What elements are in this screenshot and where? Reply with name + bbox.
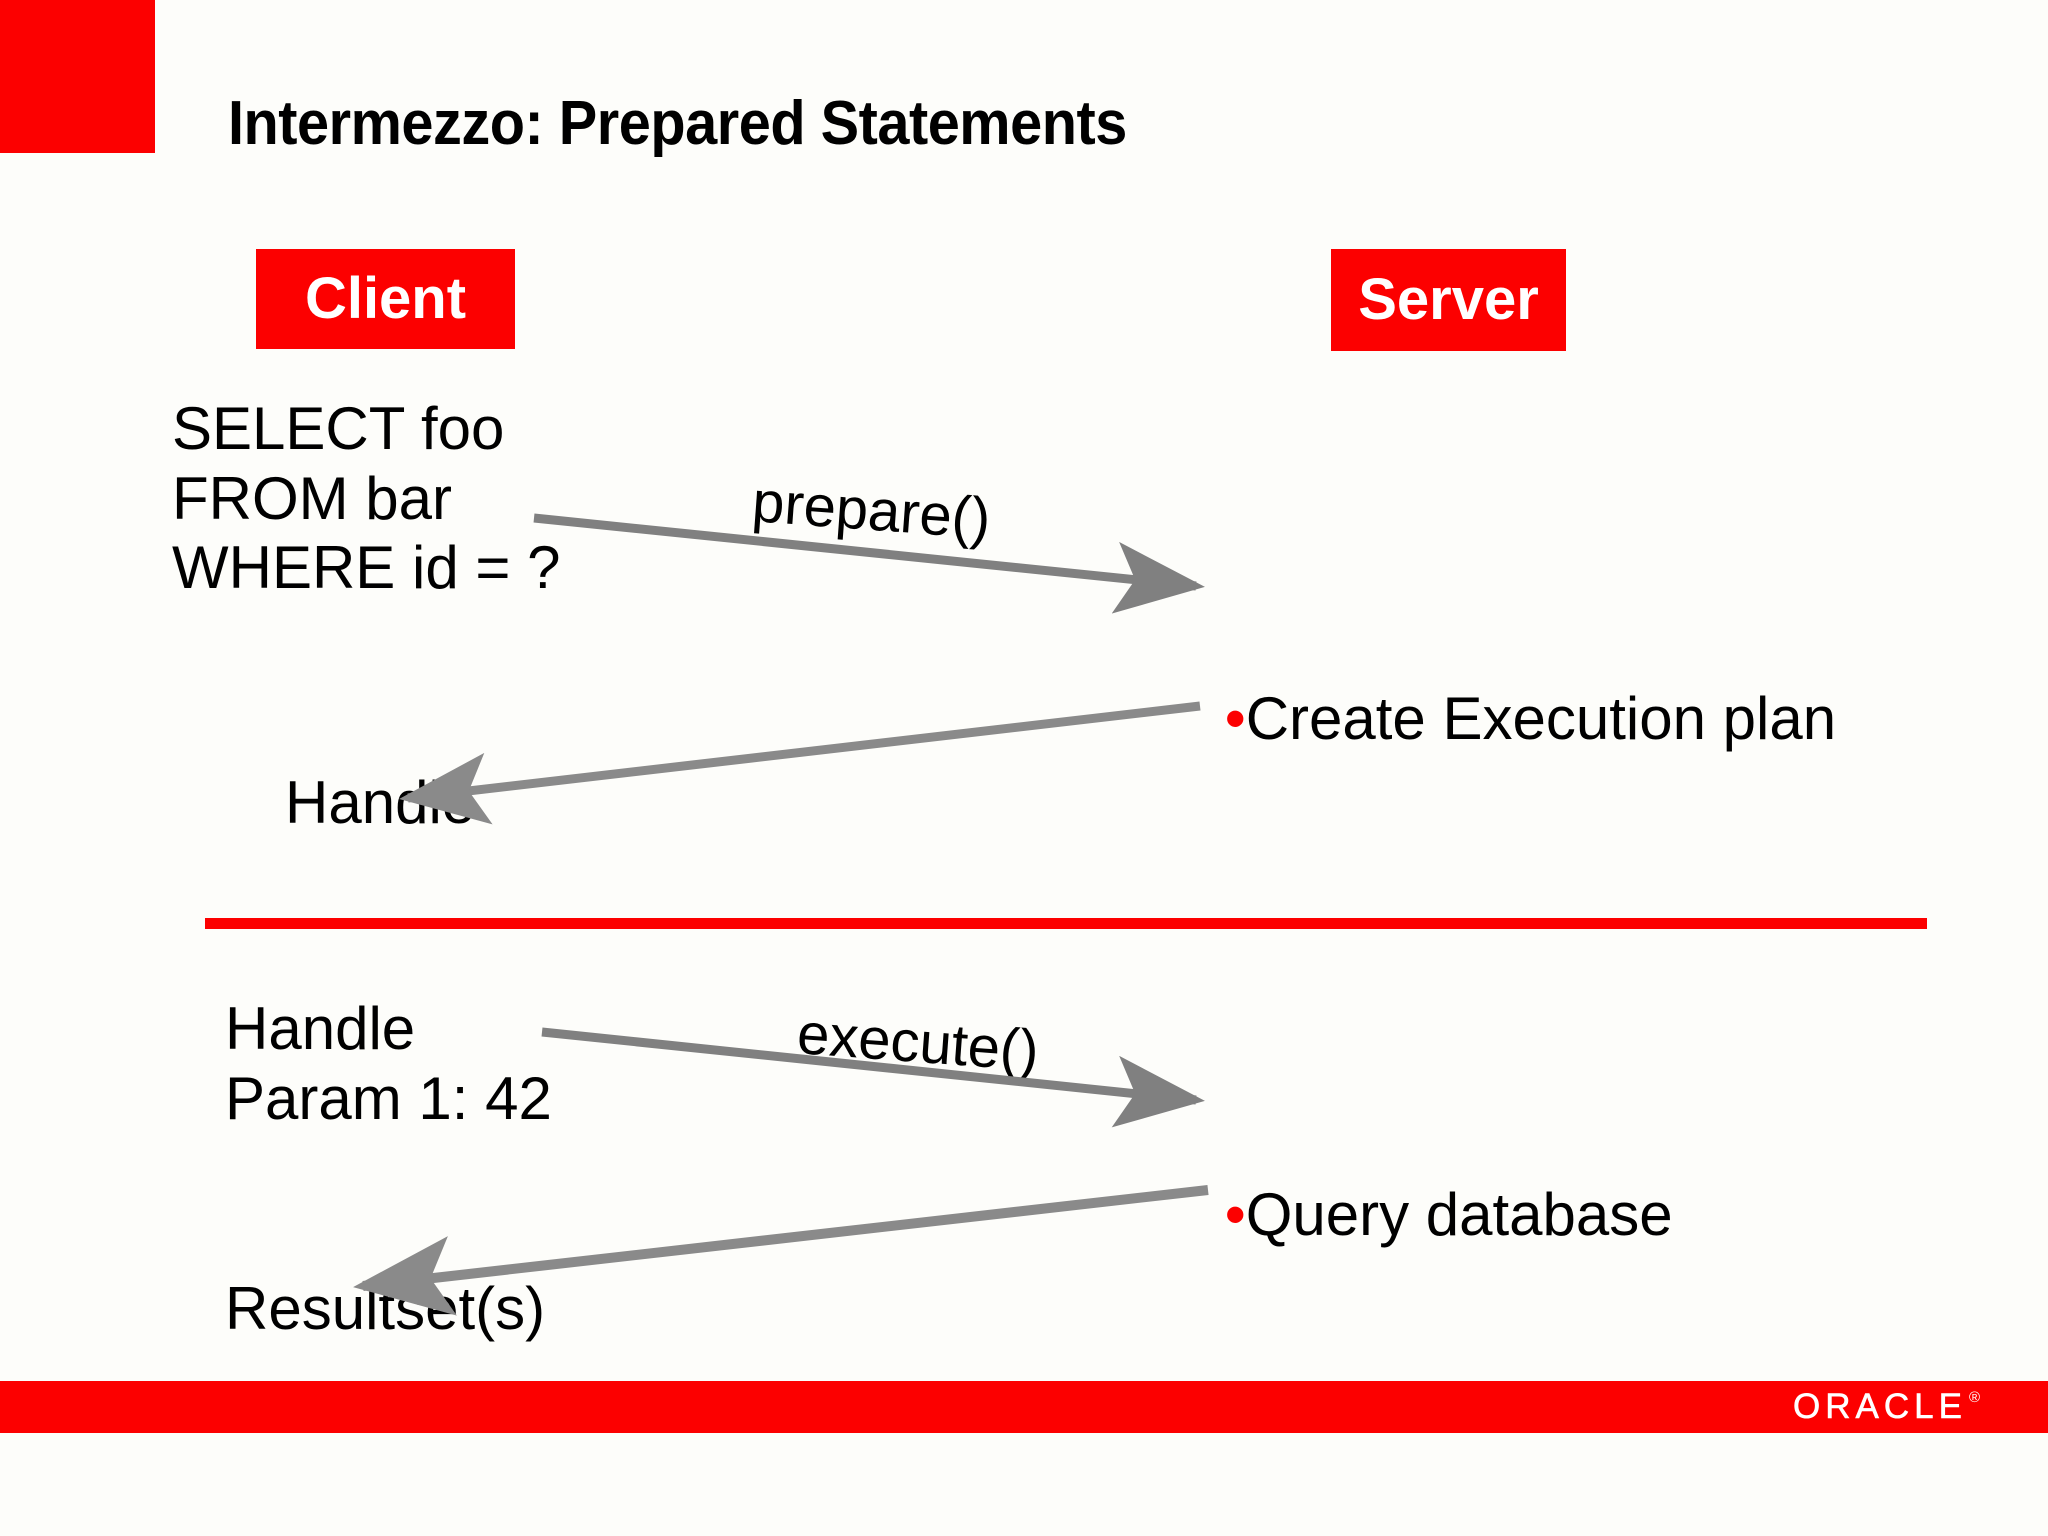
server-step-create-execution-plan-label: Create Execution plan <box>1245 684 1837 752</box>
server-step-create-execution-plan: •Create Execution plan <box>1158 614 1836 823</box>
arrow-label-prepare: prepare() <box>750 469 993 552</box>
arrow-handle-return <box>399 701 1201 825</box>
client-execute-request: Handle Param 1: 42 <box>225 995 552 1132</box>
server-step-query-database: •Query database <box>1158 1110 1673 1319</box>
column-header-client-label: Client <box>304 266 467 331</box>
column-header-server-label: Server <box>1358 267 1539 332</box>
client-return-resultset: Resultset(s) <box>225 1275 546 1342</box>
section-divider <box>205 918 1927 929</box>
footer-bar <box>0 1381 2048 1433</box>
server-step-query-database-label: Query database <box>1245 1180 1673 1248</box>
bullet-dot-icon: • <box>1224 684 1246 752</box>
column-header-client: Client <box>256 249 515 349</box>
page-title: Intermezzo: Prepared Statements <box>228 89 1127 158</box>
oracle-logo: ORACLE ® <box>1793 1387 1980 1426</box>
column-header-server: Server <box>1331 249 1566 351</box>
bullet-dot-icon: • <box>1224 1180 1246 1248</box>
client-return-handle: Handle <box>285 769 476 836</box>
corner-accent-block <box>0 0 155 153</box>
arrow-resultset-return <box>353 1185 1209 1316</box>
arrow-label-execute: execute() <box>795 1001 1041 1084</box>
client-sql-statement: SELECT foo FROM bar WHERE id = ? <box>172 395 561 602</box>
oracle-wordmark: ORACLE <box>1793 1387 1967 1426</box>
registered-trademark-icon: ® <box>1968 1389 1980 1406</box>
